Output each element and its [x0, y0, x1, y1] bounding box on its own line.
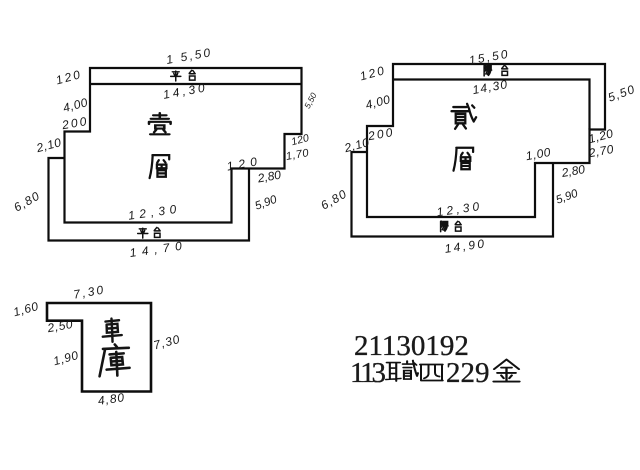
- svg-text:5,50: 5,50: [606, 82, 637, 105]
- svg-text:1,20: 1,20: [587, 126, 615, 146]
- svg-text:1,70: 1,70: [285, 147, 311, 163]
- svg-text:2,50: 2,50: [45, 317, 74, 335]
- svg-text:6,80: 6,80: [11, 188, 42, 214]
- svg-text:2,10: 2,10: [34, 135, 63, 155]
- svg-text:4,80: 4,80: [97, 390, 126, 408]
- svg-text:229: 229: [446, 357, 490, 389]
- svg-text:1,60: 1,60: [12, 299, 41, 319]
- svg-text:7,30: 7,30: [72, 282, 106, 301]
- svg-text:200: 200: [366, 125, 396, 144]
- svg-text:2,80: 2,80: [256, 168, 283, 186]
- svg-text:7,30: 7,30: [152, 332, 182, 353]
- svg-text:120: 120: [226, 154, 264, 174]
- svg-text:1,90: 1,90: [52, 348, 81, 368]
- svg-text:12,30: 12,30: [127, 201, 181, 222]
- svg-text:5,90: 5,90: [253, 194, 279, 213]
- svg-text:120: 120: [54, 67, 83, 87]
- svg-text:2,70: 2,70: [587, 142, 615, 160]
- svg-text:14,30: 14,30: [471, 77, 509, 97]
- svg-text:5,90: 5,90: [554, 188, 580, 207]
- svg-text:200: 200: [60, 114, 90, 133]
- svg-text:4,00: 4,00: [61, 95, 89, 115]
- svg-text:2,80: 2,80: [560, 162, 587, 180]
- svg-text:120: 120: [358, 63, 387, 83]
- svg-text:6,80: 6,80: [318, 186, 349, 212]
- svg-text:4,00: 4,00: [364, 92, 392, 112]
- svg-text:113: 113: [350, 357, 386, 389]
- svg-text:12,30: 12,30: [436, 199, 484, 219]
- svg-text:1,00: 1,00: [525, 145, 552, 163]
- svg-text:5,50: 5,50: [302, 91, 319, 111]
- svg-text:120: 120: [290, 132, 311, 148]
- svg-text:14,90: 14,90: [444, 236, 488, 256]
- svg-text:1 5,50: 1 5,50: [165, 45, 213, 67]
- svg-text:21130192: 21130192: [354, 330, 469, 362]
- svg-text:2,10: 2,10: [342, 135, 371, 155]
